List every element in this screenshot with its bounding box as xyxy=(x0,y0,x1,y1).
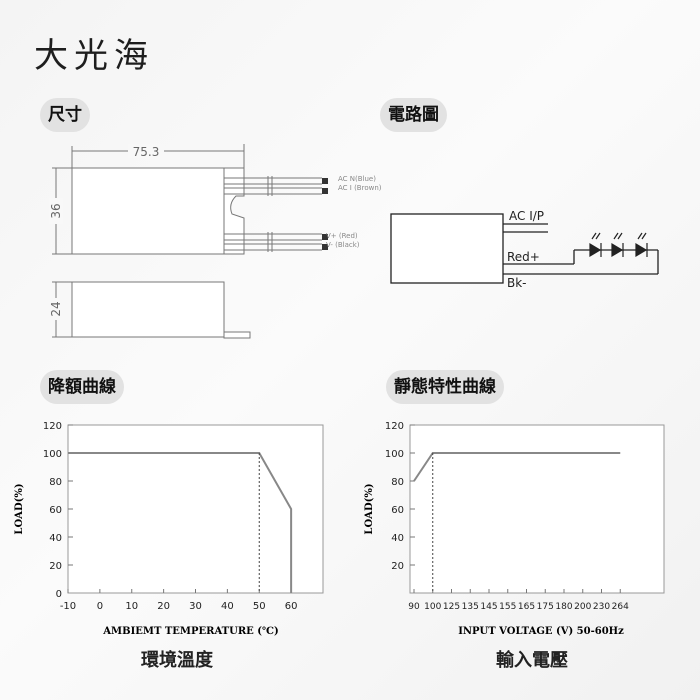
y-tick-label: 100 xyxy=(43,449,62,460)
x-tick-label: 264 xyxy=(612,602,629,612)
x-tick-label: 20 xyxy=(157,601,170,612)
x-tick-label: 125 xyxy=(443,602,460,612)
x-tick-label: 145 xyxy=(480,602,497,612)
plot-area xyxy=(409,424,665,594)
ac-input-label: AC I/P xyxy=(509,209,544,223)
x-tick-label: 50 xyxy=(253,601,266,612)
x-tick-label: 90 xyxy=(408,602,420,612)
y-tick-label: 40 xyxy=(391,533,404,544)
driver-box xyxy=(390,213,504,284)
wire-label-ac-l: AC I (Brown) xyxy=(338,184,382,192)
driver-side-view xyxy=(71,281,225,338)
led-string xyxy=(589,232,648,258)
x-axis-label: INPUT VOLTAGE (V) 50-60Hz xyxy=(458,626,624,637)
y-tick-label: 120 xyxy=(385,421,404,432)
series-line xyxy=(68,452,293,593)
section-label-static: 靜態特性曲線 xyxy=(386,370,504,404)
x-tick-label: 40 xyxy=(221,601,234,612)
y-tick-label: 120 xyxy=(43,421,62,432)
x-tick-label: 200 xyxy=(574,602,591,612)
y-axis-label: LOAD(%) xyxy=(364,483,375,534)
wire-label-v-plus: V+ (Red) xyxy=(326,232,358,240)
y-axis-label: LOAD(%) xyxy=(14,483,25,534)
positive-label: Red+ xyxy=(507,250,540,264)
y-tick-label: 40 xyxy=(49,533,62,544)
plot-area xyxy=(67,424,324,594)
x-tick-label: 0 xyxy=(97,601,103,612)
x-tick-label: -10 xyxy=(60,601,76,612)
section-label-derating: 降額曲線 xyxy=(40,370,124,404)
led-icon-2 xyxy=(611,232,624,258)
y-tick-label: 20 xyxy=(391,561,404,572)
driver-top-view xyxy=(71,167,225,255)
x-tick-label: 10 xyxy=(125,601,138,612)
length-dimension: 75.3 xyxy=(133,145,160,159)
height-dimension: 36 xyxy=(49,203,63,218)
led-icon-3 xyxy=(635,232,648,258)
x-tick-label: 230 xyxy=(593,602,610,612)
y-tick-label: 60 xyxy=(391,505,404,516)
x-tick-label: 175 xyxy=(537,602,554,612)
static-caption: 輸入電壓 xyxy=(496,650,568,671)
y-tick-label: 100 xyxy=(385,449,404,460)
y-tick-label: 80 xyxy=(49,477,62,488)
x-tick-label: 60 xyxy=(285,601,298,612)
wire-label-ac-n: AC N(Blue) xyxy=(338,175,376,183)
derating-caption: 環境溫度 xyxy=(141,650,213,671)
section-label-circuit: 電路圖 xyxy=(380,98,447,132)
y-tick-label: 20 xyxy=(49,561,62,572)
x-tick-label: 30 xyxy=(189,601,202,612)
x-tick-label: 155 xyxy=(499,602,516,612)
depth-dimension: 24 xyxy=(49,301,63,316)
x-axis-label: AMBIEMT TEMPERATURE (℃) xyxy=(102,626,278,637)
x-tick-label: 100 xyxy=(424,602,441,612)
y-tick-label: 0 xyxy=(56,589,62,600)
y-tick-label: 60 xyxy=(49,505,62,516)
x-tick-label: 180 xyxy=(555,602,572,612)
brand-title: 大光海 xyxy=(34,36,154,76)
negative-label: Bk- xyxy=(507,276,527,290)
wire-label-v-minus: V- (Black) xyxy=(326,241,360,249)
section-label-dimensions: 尺寸 xyxy=(40,98,90,132)
y-tick-label: 80 xyxy=(391,477,404,488)
led-icon-1 xyxy=(589,232,602,258)
x-tick-label: 135 xyxy=(462,602,479,612)
x-tick-label: 165 xyxy=(518,602,535,612)
